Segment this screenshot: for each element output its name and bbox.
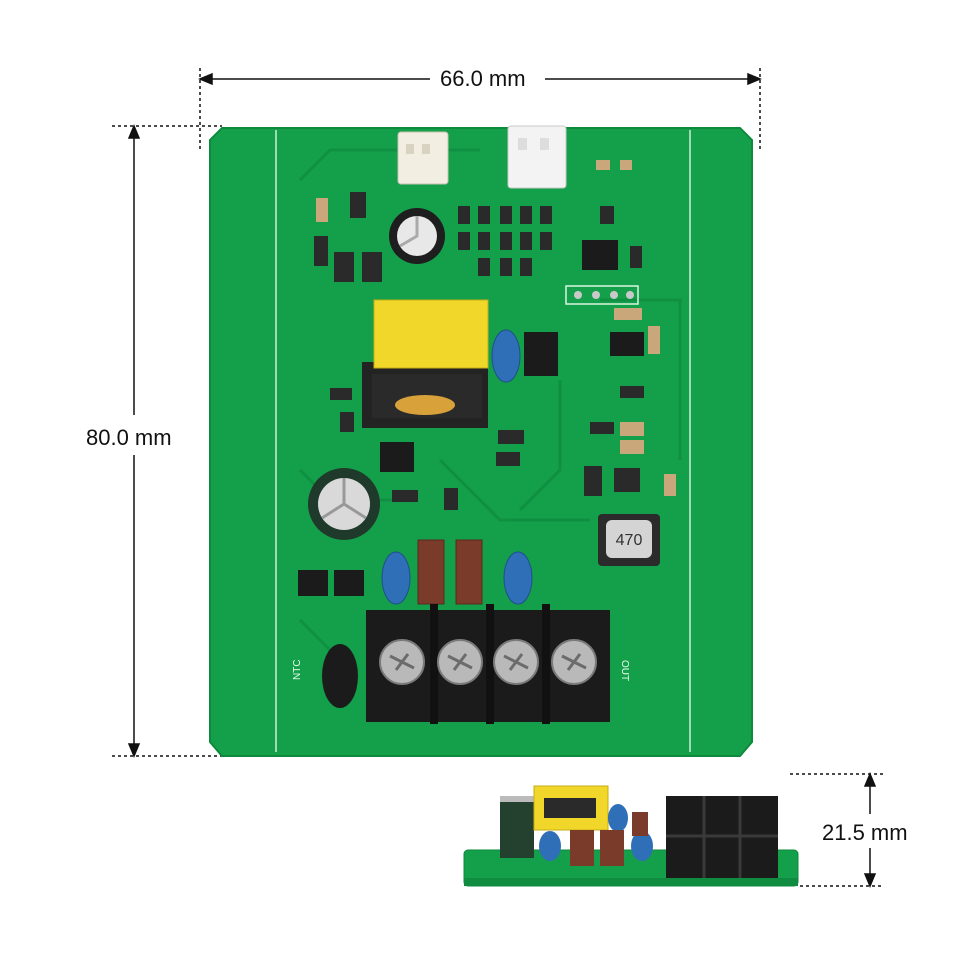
height-dimension-line: [112, 124, 222, 758]
ntc-thermistor: [322, 644, 358, 708]
width-dimension-line: [198, 68, 762, 150]
pcb-side-view: [463, 785, 799, 887]
height-dimension-label: 80.0 mm: [86, 421, 172, 455]
screw-terminal: [379, 639, 425, 685]
ntc-label: NTC: [292, 659, 303, 680]
width-dimension-label: 66.0 mm: [436, 66, 530, 92]
side-transformer: [533, 785, 609, 831]
inductor-code: 470: [616, 532, 643, 549]
screw-terminal: [437, 639, 483, 685]
y-capacitors: [381, 329, 533, 605]
film-capacitors: [417, 539, 483, 605]
pcb-top-view: 470 NTC: [209, 125, 753, 757]
electrolytic-capacitor-left: [308, 468, 380, 540]
ic-right: [582, 240, 618, 270]
side-electrolytic-capacitor: [500, 796, 534, 858]
output-label: OUT: [619, 660, 630, 681]
power-inductor: 470: [598, 514, 660, 566]
ic-right-low: [610, 332, 644, 356]
top-right-connector: [507, 125, 567, 189]
pcb-board: [209, 127, 753, 757]
side-y-capacitors: [539, 804, 653, 861]
pin-header: [565, 285, 639, 305]
smd-components: [314, 192, 644, 510]
ic-mid: [524, 332, 558, 376]
electrolytic-capacitor-top: [389, 208, 445, 264]
side-terminal-block: [666, 796, 778, 878]
screw-terminal: [493, 639, 539, 685]
screw-terminal: [551, 639, 597, 685]
thickness-dimension-label: 21.5 mm: [822, 820, 908, 845]
smd-capacitors: [316, 160, 676, 496]
ic-left: [380, 442, 414, 472]
transformer: [362, 299, 489, 428]
terminal-block: [366, 604, 610, 724]
top-left-connector: [397, 131, 449, 185]
thickness-dimension-line: [790, 772, 884, 888]
side-film-capacitors: [570, 812, 648, 866]
rectifiers: [298, 570, 364, 596]
